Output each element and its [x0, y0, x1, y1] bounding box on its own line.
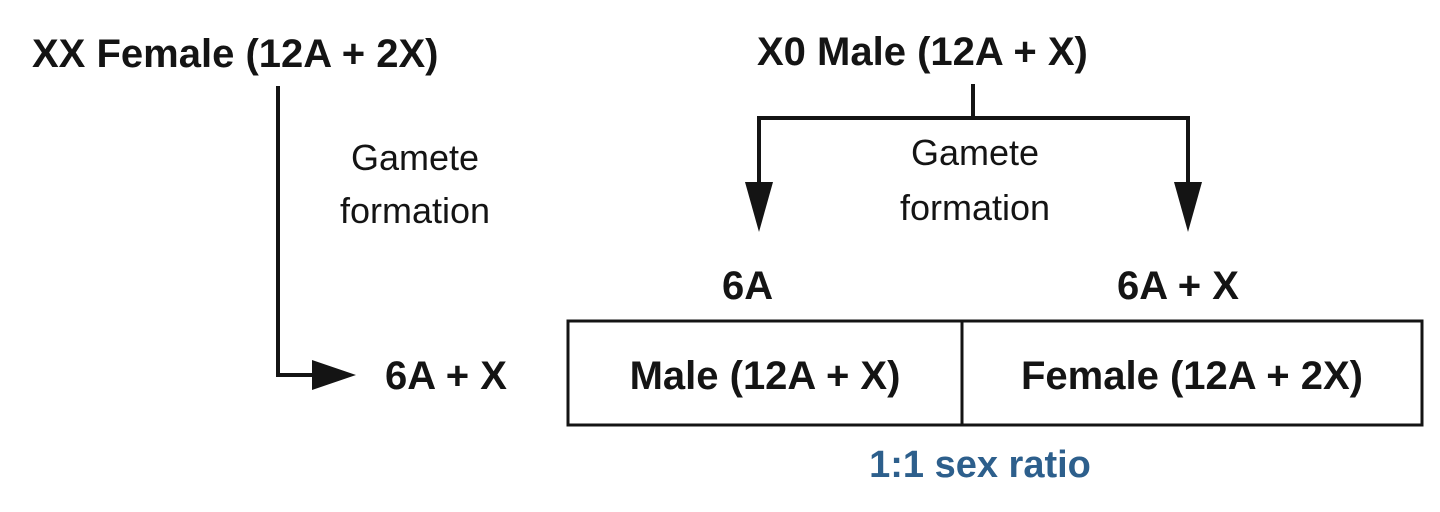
offspring-cell-female: Female (12A + 2X) [1020, 354, 1363, 398]
female-gamete-formation-label-line2: formation [339, 190, 491, 231]
male-gamete-right-label: 6A + X [1117, 264, 1239, 308]
male-gamete-formation-label-line2: formation [899, 187, 1051, 228]
male-gamete-formation-label-line1: Gamete [910, 132, 1040, 173]
offspring-cell-male: Male (12A + X) [629, 354, 901, 398]
sex-ratio-label: 1:1 sex ratio [869, 444, 1091, 486]
female-gamete-formation-label-line1: Gamete [350, 137, 480, 178]
male-parent-label: X0 Male (12A + X) [757, 30, 1088, 74]
male-left-arrowhead [745, 182, 773, 232]
female-parent-label: XX Female (12A + 2X) [32, 32, 439, 76]
female-gamete-arrow [276, 86, 318, 377]
female-gamete-label: 6A + X [385, 354, 507, 398]
male-right-arrowhead [1174, 182, 1202, 232]
female-gamete-arrowhead [312, 360, 356, 390]
offspring-box [566, 319, 1424, 427]
male-gamete-left-label: 6A [722, 264, 774, 308]
